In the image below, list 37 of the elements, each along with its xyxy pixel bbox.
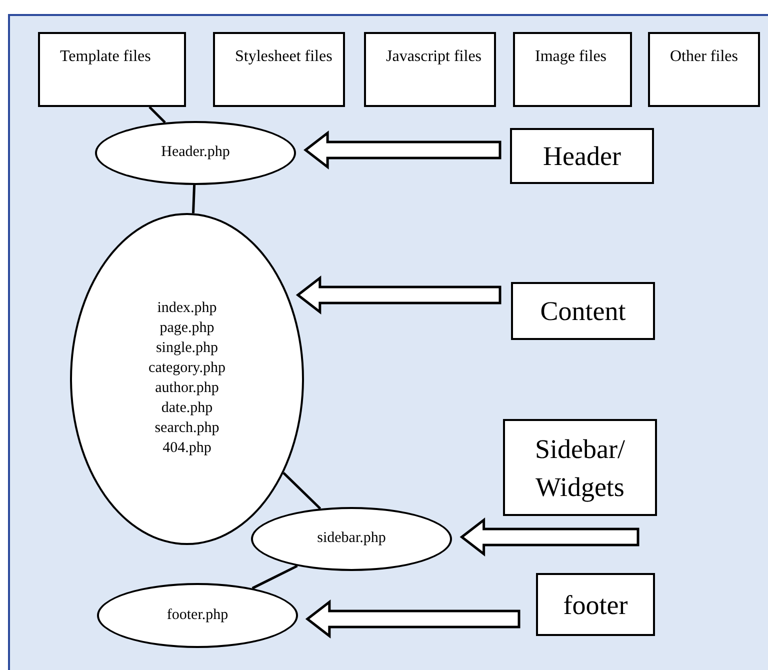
- section-label: Sidebar/ Widgets: [534, 432, 626, 504]
- box-label: Stylesheet files: [235, 47, 332, 67]
- box-label: Other files: [670, 47, 738, 67]
- file-name: author.php: [155, 379, 219, 398]
- box-label: Template files: [60, 47, 151, 67]
- connector-line: [252, 564, 298, 590]
- block-arrow: [304, 130, 502, 170]
- box-label: Javascript files: [386, 47, 482, 67]
- section-label: Content: [540, 295, 626, 328]
- section-label-box: [511, 282, 655, 340]
- box-label: Image files: [535, 47, 607, 67]
- section-label: footer: [563, 588, 628, 622]
- section-label-box: [536, 573, 655, 636]
- file-name: sidebar.php: [317, 529, 386, 548]
- file-category-box: [38, 32, 186, 107]
- file-name: category.php: [148, 359, 226, 378]
- file-category-box: [513, 32, 632, 107]
- connector-line: [282, 472, 322, 510]
- file-category-box: [364, 32, 496, 107]
- file-category-box: [213, 32, 345, 107]
- section-label: Header: [543, 140, 621, 173]
- section-label-box: [510, 128, 654, 184]
- block-arrow: [296, 275, 502, 315]
- file-name: single.php: [156, 339, 218, 358]
- file-name: page.php: [160, 319, 214, 338]
- block-arrow: [305, 599, 520, 639]
- file-name: footer.php: [166, 606, 228, 624]
- file-name: date.php: [161, 399, 213, 418]
- file-name: index.php: [157, 299, 217, 318]
- connector-line: [148, 106, 166, 124]
- block-arrow: [460, 517, 640, 557]
- file-name: search.php: [154, 419, 220, 438]
- section-label-box: [503, 419, 657, 516]
- file-category-box: [648, 32, 760, 107]
- connector-line: [192, 184, 196, 214]
- file-name: Header.php: [161, 143, 230, 162]
- file-name: 404.php: [162, 439, 212, 458]
